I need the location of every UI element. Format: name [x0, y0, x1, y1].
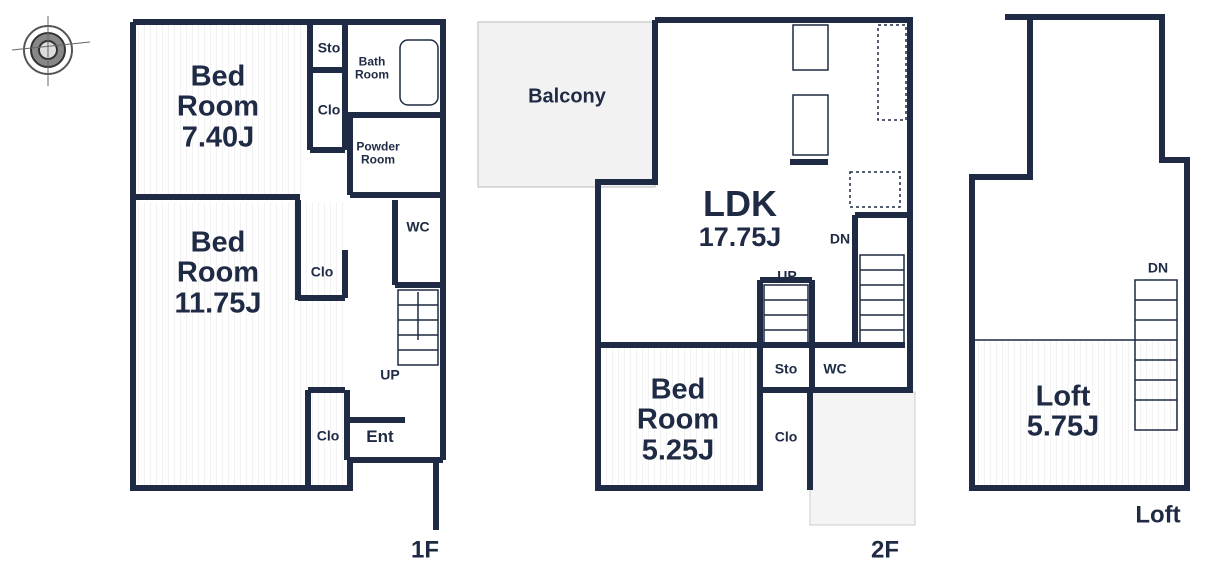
- room-size: 7.40J: [181, 121, 255, 154]
- room-name: Loft: [1035, 380, 1091, 413]
- loft-floor-label: Loft: [1135, 501, 1181, 529]
- room-name: LDK: [703, 182, 777, 224]
- bath-room-label: Bath Room: [355, 55, 389, 80]
- room-name: Bed: [190, 60, 246, 93]
- storage-label: Sto: [317, 39, 341, 56]
- closet-label: Clo: [774, 428, 798, 445]
- loft-floor: [975, 340, 1185, 485]
- loft-room-label: Loft 5.75J: [1026, 380, 1100, 443]
- room-size: 11.75J: [174, 287, 262, 320]
- dn-label: DN: [1147, 259, 1169, 276]
- loft-walls: [969, 14, 1190, 491]
- bedroom-3-label: Bed Room 5.25J: [636, 373, 720, 467]
- room-name: Powder: [356, 139, 400, 154]
- porch-area: [809, 391, 916, 526]
- floor-2-fixtures: [763, 24, 907, 344]
- ldk-label: LDK 17.75J: [699, 185, 782, 251]
- bedroom-2-label: Bed Room 11.75J: [174, 226, 262, 320]
- floor-1-stairs: [397, 39, 439, 366]
- up-label: UP: [380, 366, 400, 383]
- room-size: 5.25J: [641, 434, 715, 467]
- room-name: Room: [361, 152, 395, 166]
- room-size: 5.75J: [1026, 411, 1100, 443]
- bedroom-1-label: Bed Room 7.40J: [176, 60, 260, 154]
- balcony-area: [477, 21, 656, 188]
- closet-2-label: Clo: [310, 263, 334, 280]
- closet-3-label: Clo: [316, 427, 340, 444]
- floor-1-label: 1F: [410, 536, 440, 564]
- room-name: Bath: [358, 54, 386, 69]
- storage-label: Sto: [774, 360, 798, 377]
- room-size: 17.75J: [698, 221, 782, 252]
- bedroom-floor: [601, 348, 758, 485]
- floor-1-walls: [130, 19, 446, 530]
- room-name: Room: [176, 256, 260, 289]
- dn-label: DN: [829, 230, 851, 247]
- wc-label: WC: [406, 218, 430, 235]
- powder-room-label: Powder Room: [356, 140, 399, 165]
- balcony-label: Balcony: [528, 85, 606, 108]
- room-name: Room: [636, 403, 720, 436]
- entrance-label: Ent: [366, 427, 394, 447]
- loft-stairs: [975, 279, 1178, 431]
- room-name: Bed: [190, 226, 246, 259]
- compass-rose-icon: [11, 16, 91, 86]
- wc-label: WC: [823, 360, 847, 377]
- room-name: Bed: [650, 373, 706, 406]
- room-name: Room: [176, 90, 260, 123]
- room-name: Room: [355, 67, 389, 81]
- up-label: UP: [777, 267, 797, 284]
- floor-2-label: 2F: [870, 536, 900, 564]
- floor-2-walls: [595, 17, 913, 491]
- closet-1-label: Clo: [317, 101, 341, 118]
